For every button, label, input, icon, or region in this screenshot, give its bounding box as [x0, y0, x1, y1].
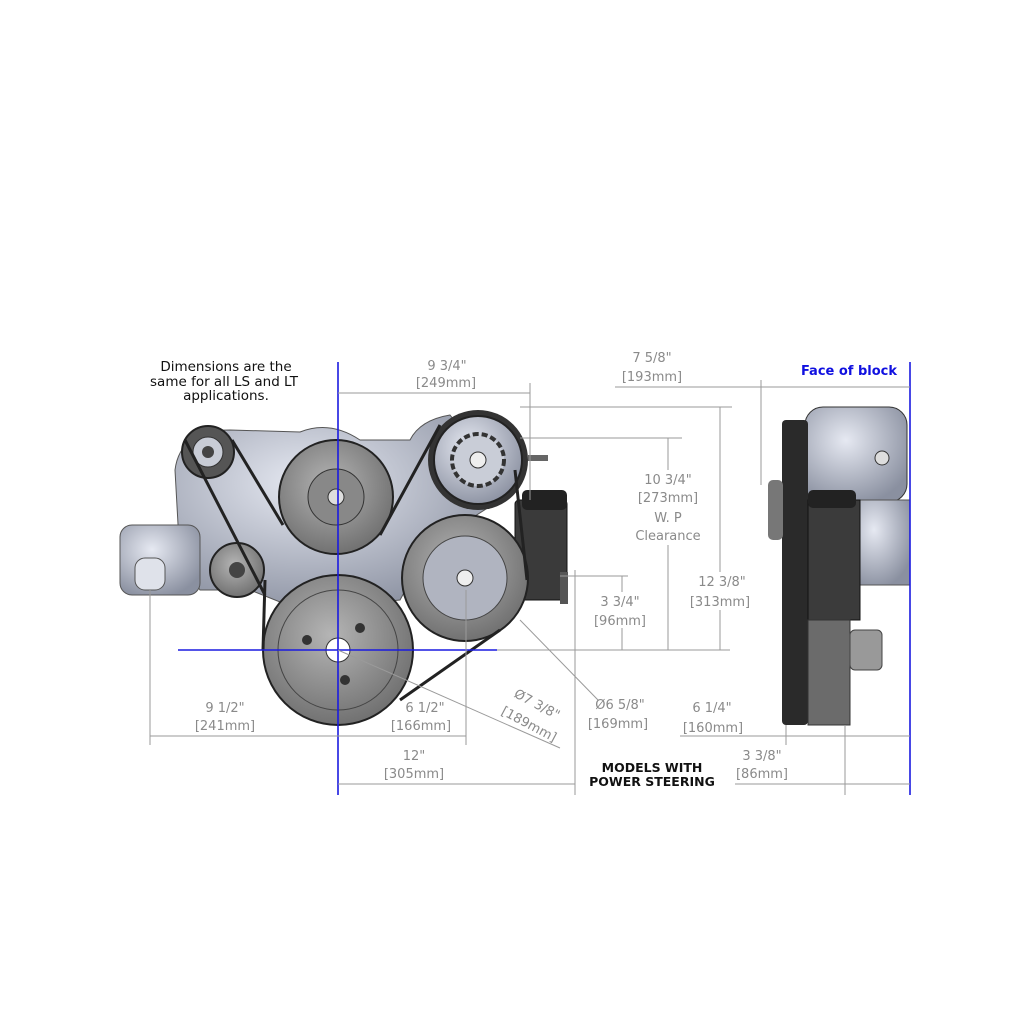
dim-alt-horizontal-inch: 9 3/4"	[427, 359, 466, 374]
alternator	[428, 410, 548, 510]
dim-ps-offset-inch: 6 1/2"	[405, 701, 444, 716]
dim-side-top-mm: [193mm]	[622, 370, 682, 385]
dim-wp-mm: [273mm]	[638, 491, 698, 506]
reservoir-side	[807, 499, 861, 621]
svg-text:Dimensions are the: Dimensions are the	[160, 359, 291, 375]
dim-wp-label1: W. P	[654, 511, 682, 526]
models-label-line2: POWER STEERING	[589, 774, 715, 789]
dim-side-pulley-mm: [86mm]	[736, 767, 788, 782]
dim-side-top-inch: 7 5/8"	[632, 351, 671, 366]
general-note: Dimensions are the same for all LS and L…	[150, 359, 299, 404]
dim-ps-dia-inch: Ø6 5/8"	[595, 698, 645, 713]
dim-side-plate-inch: 6 1/4"	[692, 701, 731, 716]
front-view-assembly	[119, 410, 568, 726]
dim-wp-inch: 10 3/4"	[644, 473, 692, 488]
dim-left-width-inch: 9 1/2"	[205, 701, 244, 716]
face-of-block-label: Face of block	[801, 364, 897, 379]
models-label-line1: MODELS WITH	[602, 760, 703, 775]
dim-wp-label2: Clearance	[635, 529, 700, 544]
svg-text:applications.: applications.	[183, 388, 269, 404]
dim-ps-height-inch: 3 3/4"	[600, 595, 639, 610]
dim-height-mm: [313mm]	[690, 595, 750, 610]
dim-right-width-inch: 12"	[403, 749, 426, 764]
alternator-side	[804, 406, 908, 503]
dimension-lines	[149, 380, 910, 795]
side-view-assembly	[768, 406, 911, 726]
dim-right-width-mm: [305mm]	[384, 767, 444, 782]
dim-left-width-mm: [241mm]	[195, 719, 255, 734]
reference-lines	[178, 362, 911, 795]
dim-height-inch: 12 3/8"	[698, 575, 746, 590]
thermostat-outlet	[119, 524, 201, 596]
dim-ps-offset-mm: [166mm]	[391, 719, 451, 734]
dim-alt-horizontal-mm: [249mm]	[416, 376, 476, 391]
dim-ps-dia-mm: [169mm]	[588, 717, 648, 732]
dim-side-plate-mm: [160mm]	[683, 721, 743, 736]
bracket-plate-side	[782, 420, 808, 725]
dim-side-pulley-inch: 3 3/8"	[742, 749, 781, 764]
svg-text:same for all LS and LT: same for all LS and LT	[150, 374, 299, 390]
serpentine-belt	[183, 424, 529, 702]
dim-ps-height-mm: [96mm]	[594, 614, 646, 629]
crank-pulley-side	[807, 619, 851, 726]
